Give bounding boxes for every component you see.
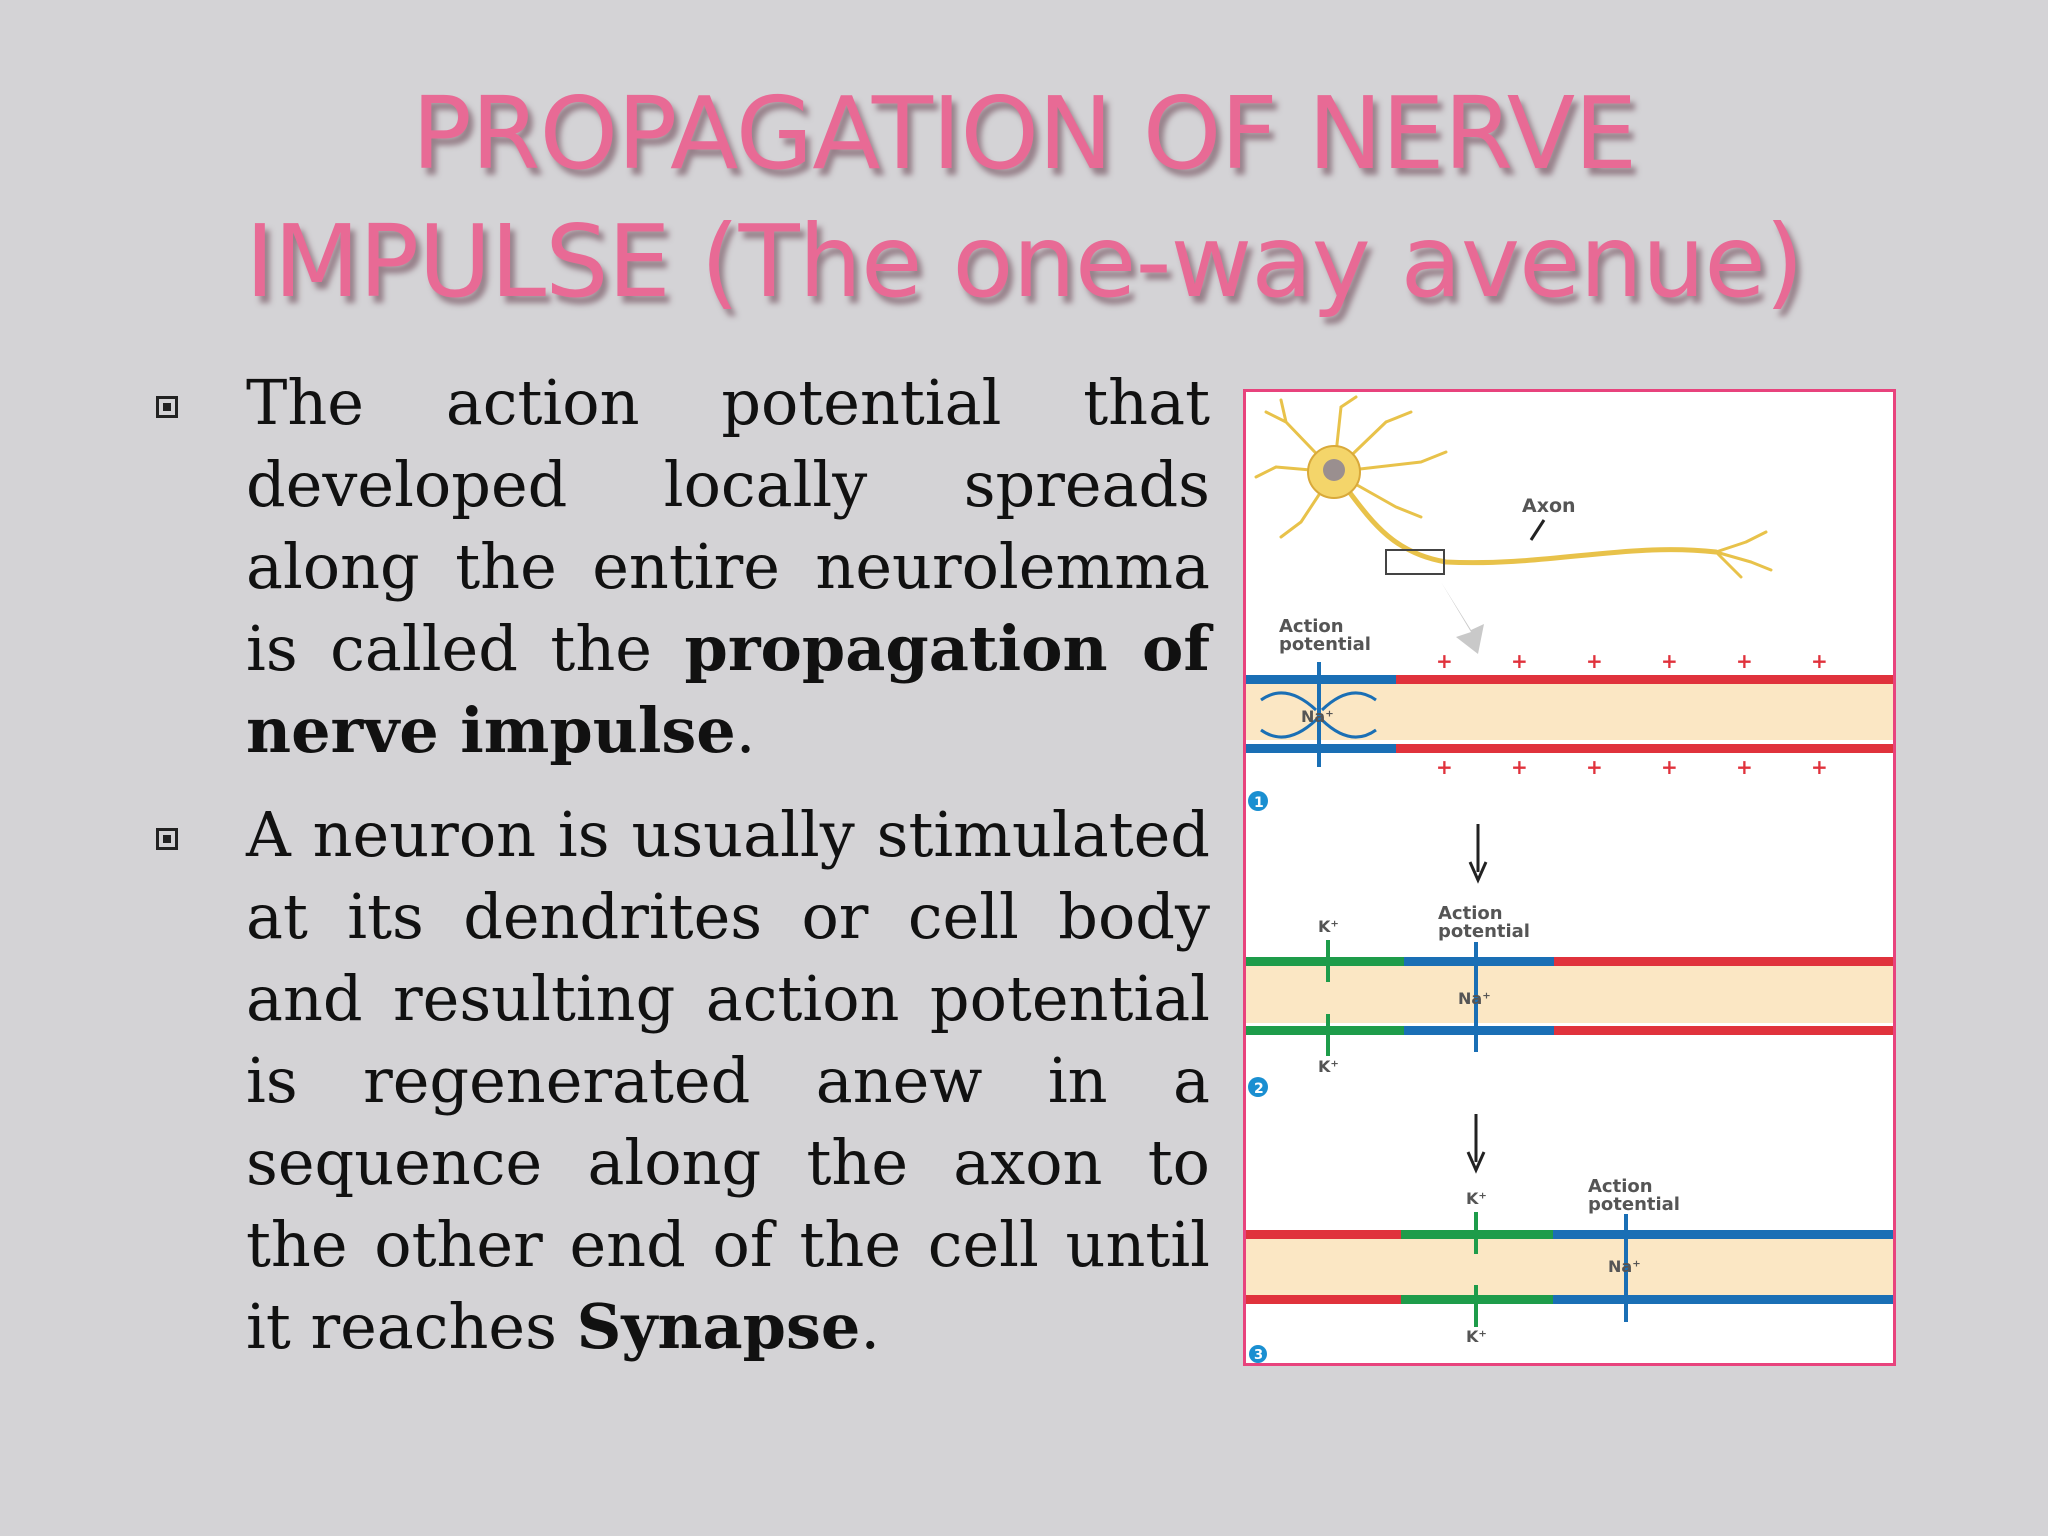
nerve-impulse-figure: Axon Action potential Na⁺ + + + + + + — [1243, 389, 1896, 1366]
plus-sign: + — [1736, 755, 1753, 779]
action-label-3b: potential — [1588, 1194, 1680, 1215]
bullet-text: A neuron is usually stimulated at its de… — [246, 798, 1210, 1363]
square-bullet-icon — [156, 828, 178, 850]
plus-sign: + — [1436, 755, 1453, 779]
step-marker — [1249, 1345, 1267, 1363]
step-number: 3 — [1254, 1348, 1263, 1363]
action-label-2b: potential — [1438, 921, 1530, 942]
panel-3: Action potential Na⁺ K⁺ K⁺ 3 — [1246, 1176, 1893, 1363]
action-label-1a: Action — [1279, 616, 1344, 637]
title-line-2: IMPULSE (The one-way avenue) — [245, 203, 1804, 320]
k-label-3a: K⁺ — [1466, 1189, 1487, 1208]
action-label-1b: potential — [1279, 634, 1371, 655]
na-label-2: Na⁺ — [1458, 989, 1491, 1008]
bullet-punct: . — [860, 1290, 881, 1363]
bullet-item: A neuron is usually stimulated at its de… — [150, 794, 1210, 1368]
bullet-item: The action potential that developed loca… — [150, 362, 1210, 772]
square-bullet-icon — [156, 396, 178, 418]
step-number: 1 — [1254, 795, 1264, 811]
bullet-text: The action potential that developed loca… — [246, 366, 1210, 685]
nerve-impulse-diagram: Axon Action potential Na⁺ + + + + + + — [1246, 395, 1893, 1363]
plus-sign: + — [1511, 649, 1528, 673]
bullet-bold-term: Synapse — [576, 1290, 861, 1363]
plus-sign: + — [1736, 649, 1753, 673]
plus-sign: + — [1811, 755, 1828, 779]
step-number: 2 — [1254, 1081, 1264, 1097]
slide-title: PROPAGATION OF NERVE IMPULSE (The one-wa… — [0, 70, 2048, 326]
k-label-2a: K⁺ — [1318, 917, 1339, 936]
action-label-3a: Action — [1588, 1176, 1653, 1197]
plus-sign: + — [1586, 649, 1603, 673]
axon-label: Axon — [1522, 495, 1576, 517]
plus-sign: + — [1511, 755, 1528, 779]
na-label-3: Na⁺ — [1608, 1257, 1641, 1276]
plus-sign: + — [1436, 649, 1453, 673]
step-marker — [1248, 1077, 1268, 1097]
bullet-list: The action potential that developed loca… — [150, 362, 1210, 1390]
na-label-1: Na⁺ — [1301, 707, 1334, 726]
neuron-illustration — [1254, 395, 1773, 654]
k-label-3b: K⁺ — [1466, 1327, 1487, 1346]
action-label-2a: Action — [1438, 903, 1503, 924]
bullet-punct: . — [735, 694, 756, 767]
panel-2: Action potential Na⁺ K⁺ K⁺ 2 — [1246, 903, 1893, 1097]
plus-sign: + — [1811, 649, 1828, 673]
plus-sign: + — [1661, 649, 1678, 673]
panel-1: Action potential Na⁺ + + + + + + + + + +… — [1246, 616, 1893, 811]
step-marker — [1248, 791, 1268, 811]
plus-sign: + — [1661, 755, 1678, 779]
bullet-bold-term: propagation of nerve impulse — [246, 612, 1210, 767]
plus-sign: + — [1586, 755, 1603, 779]
title-line-1: PROPAGATION OF NERVE — [411, 75, 1638, 192]
k-label-2b: K⁺ — [1318, 1057, 1339, 1076]
